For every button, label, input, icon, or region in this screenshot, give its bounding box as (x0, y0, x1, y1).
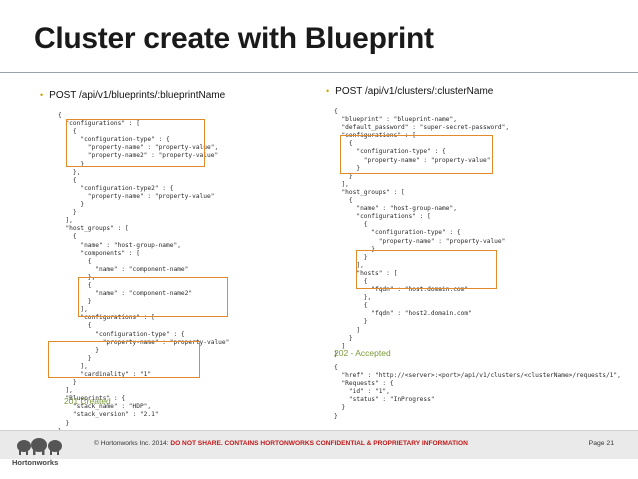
blueprint-code-line: { (58, 112, 62, 119)
footer-copyright: © Hortonworks Inc. 2014: DO NOT SHARE. C… (94, 440, 468, 447)
cluster-code-line: { (334, 108, 338, 115)
cluster-code-line: ], (334, 261, 364, 269)
cluster-code-line: "configuration-type" : { (334, 229, 461, 237)
blueprint-code-line: "configuration-type2" : { (58, 184, 174, 192)
cluster-code-line: { (334, 302, 368, 310)
cluster-code-line: { (334, 140, 353, 148)
response-code-line: "id" : "1", (334, 388, 390, 396)
hosts-highlight-box (356, 250, 497, 289)
cluster-code-line: "host_groups" : [ (334, 188, 405, 196)
blueprint-code-line: } (58, 298, 92, 306)
cluster-code-line: } (334, 334, 353, 342)
right-bullet-text: POST /api/v1/clusters/:clusterName (335, 86, 494, 97)
blueprint-code-line: "host_groups" : [ (58, 225, 129, 233)
blueprint-code-line: "property-name" : "property-value", (58, 144, 219, 152)
blueprint-code-line: } (58, 379, 77, 387)
blueprint-code-line: { (58, 128, 77, 136)
blueprint-code-line: } (58, 354, 92, 362)
blueprint-code-line: ], (58, 387, 73, 395)
cluster-code-line: "default_password" : "super-secret-passw… (334, 124, 510, 132)
blueprint-code-line: "cardinality" : "1" (58, 371, 152, 378)
cluster-code-line: "property-name" : "property-value" (334, 156, 491, 164)
blueprint-code-line: "name" : "component-name2" (58, 290, 193, 298)
blueprint-code-line: "configurations" : [ (58, 314, 155, 322)
cluster-code-line: "configuration-type" : { (334, 148, 446, 156)
blueprint-code-line: "configuration-type" : { (58, 330, 185, 338)
cluster-code-line: "configurations" : [ (334, 213, 431, 221)
left-bullet: • POST /api/v1/blueprints/:blueprintName (40, 90, 225, 101)
left-bullet-text: POST /api/v1/blueprints/:blueprintName (49, 90, 226, 101)
footer-logo-text: Hortonworks (12, 458, 59, 467)
cluster-code-line: { (334, 197, 353, 205)
response-code-line: "Requests" : { (334, 380, 394, 388)
blueprint-code-line: "components" : [ (58, 249, 140, 257)
blueprint-code-line: "name" : "component-name" (58, 265, 189, 273)
page-number: Page 21 (588, 440, 614, 447)
bullet-dot-icon: • (326, 86, 330, 96)
cluster-code-line: } (334, 172, 353, 180)
cluster-code-line: "fqdn" : "host.domain.com" (334, 286, 469, 294)
cluster-code-line: { (334, 221, 368, 229)
blueprint-code-line: { (58, 176, 77, 184)
cluster-code-line: } (334, 253, 368, 261)
configurations-highlight-box (66, 119, 205, 167)
cluster-json-code: { "blueprint" : "blueprint-name", "defau… (334, 108, 509, 359)
cluster-code-line: } (334, 350, 338, 358)
response-code-line: "href" : "http://<server>:<port>/api/v1/… (334, 372, 621, 380)
right-bullet: • POST /api/v1/clusters/:clusterName (326, 86, 493, 97)
blueprint-code-line: } (58, 160, 85, 168)
cluster-code-line: "property-name" : "property-value" (334, 237, 506, 245)
response-code-line: "status" : "InProgress" (334, 396, 435, 404)
cluster-code-line: ] (334, 326, 361, 334)
blueprints-highlight-box (48, 341, 200, 378)
blueprint-code-line: } (58, 201, 85, 209)
blueprint-code-line: "name" : "host-group-name", (58, 241, 181, 249)
blueprint-code-line: "stack_name" : "HDP", (58, 403, 152, 411)
blueprint-code-line: } (58, 419, 70, 427)
blueprint-code-line: ], (58, 217, 73, 225)
cluster-code-line: "hosts" : [ (334, 269, 398, 277)
copyright-text: © Hortonworks Inc. 2014: (94, 440, 171, 447)
blueprint-code-line: { (58, 233, 77, 241)
cluster-configurations-highlight-box (340, 135, 493, 174)
cluster-code-line: }, (334, 294, 372, 302)
blueprint-json-code: { "configurations" : [ { "configuration-… (58, 112, 229, 436)
left-status: 201 Created (64, 396, 111, 406)
cluster-code-line: "fqdn" : "host2.domain.com" (334, 310, 472, 318)
cluster-code-line: } (334, 164, 361, 172)
blueprint-code-line: "Blueprints" : { (58, 395, 126, 403)
blueprint-code-line: { (58, 257, 92, 265)
blueprint-code-line: ], (58, 362, 88, 370)
blueprint-code-line: "stack_version" : "2.1" (58, 411, 159, 419)
hortonworks-elephant-logo-icon (17, 438, 62, 455)
blueprint-code-line: "configuration-type" : { (58, 136, 170, 144)
cluster-code-line: { (334, 277, 368, 285)
title-divider (0, 72, 638, 73)
slide-title: Cluster create with Blueprint (34, 22, 434, 55)
right-status: 202 - Accepted (334, 348, 391, 358)
blueprint-code-line: } (58, 346, 99, 354)
blueprint-code-line: }, (58, 168, 81, 176)
response-code-line: } (334, 412, 338, 420)
response-json-code: { "href" : "http://<server>:<port>/api/v… (334, 364, 621, 421)
blueprint-code-line: } (58, 209, 77, 217)
cluster-code-line: "blueprint" : "blueprint-name", (334, 116, 457, 124)
footer-bar (0, 430, 638, 459)
blueprint-code-line: { (58, 322, 92, 330)
blueprint-code-line: "configurations" : [ (58, 120, 140, 128)
blueprint-code-line: "property-name2" : "property-value" (58, 152, 219, 160)
bullet-dot-icon: • (40, 90, 44, 100)
response-code-line: { (334, 364, 338, 371)
cluster-code-line: "name" : "host-group-name", (334, 205, 457, 213)
blueprint-code-line: { (58, 281, 92, 289)
cluster-code-line: ], (334, 180, 349, 188)
response-code-line: } (334, 404, 346, 412)
confidential-warning: DO NOT SHARE. CONTAINS HORTONWORKS CONFI… (170, 440, 468, 447)
cluster-code-line: ] (334, 342, 346, 350)
hostgroup-configurations-highlight-box (78, 277, 228, 317)
blueprint-code-line: ], (58, 306, 88, 314)
blueprint-code-line: "property-name" : "property-value" (58, 192, 215, 200)
cluster-code-line: } (334, 318, 368, 326)
cluster-code-line: } (334, 245, 375, 253)
